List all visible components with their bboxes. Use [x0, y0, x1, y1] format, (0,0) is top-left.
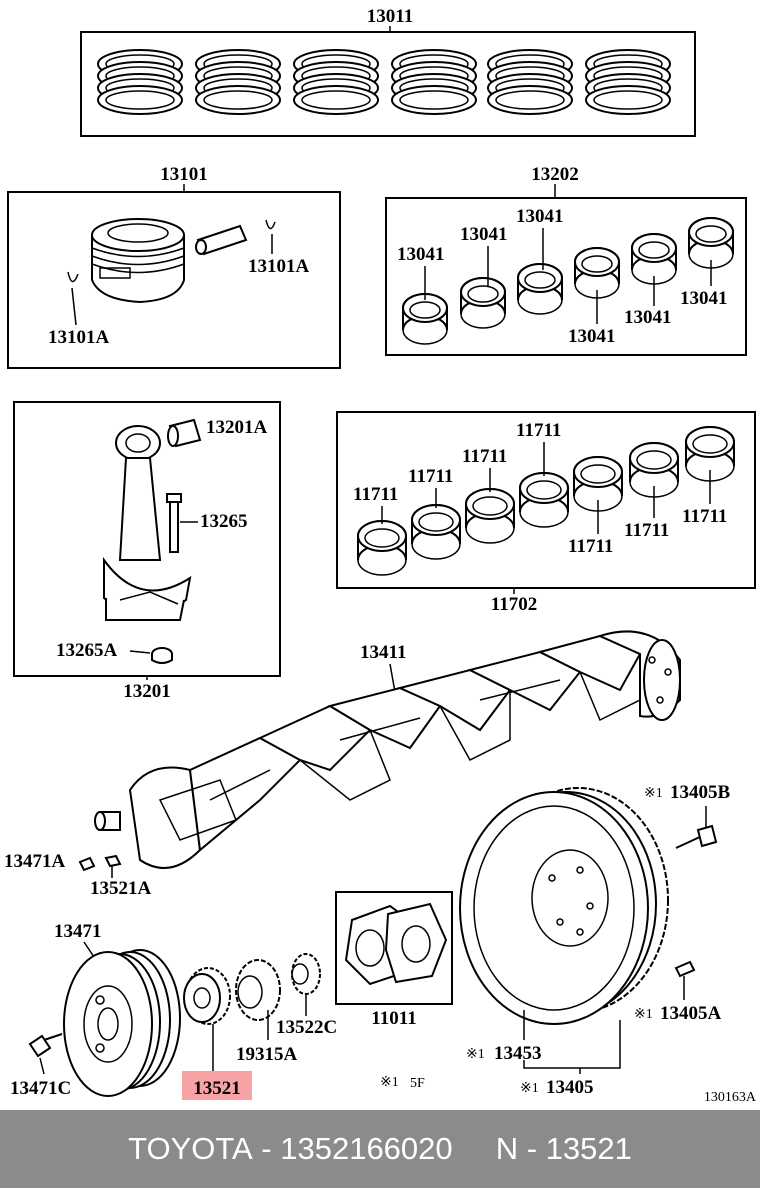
gasket-frame — [335, 891, 453, 1005]
label-main-bearing-5: 11711 — [568, 536, 613, 557]
note-code: 5F — [410, 1076, 425, 1091]
label-gasket-kit: 11011 — [371, 1008, 416, 1029]
piston-frame — [7, 191, 341, 369]
label-conrod-bearing-set: 13202 — [531, 164, 579, 185]
note-mark-5: ※1 — [380, 1075, 399, 1090]
label-piston: 13101 — [160, 164, 208, 185]
label-conrod-bearing-6: 13041 — [680, 288, 728, 309]
gasket-icon — [344, 902, 448, 986]
label-timing-rotor: 19315A — [236, 1044, 298, 1065]
label-piston-clip-left: 13101A — [48, 327, 110, 348]
label-main-bearing-3: 11711 — [462, 446, 507, 467]
catalog-id: 130163A — [704, 1090, 757, 1105]
label-conrod: 13201 — [123, 681, 171, 702]
rings-set-frame — [80, 31, 696, 137]
label-conrod-bearing-4: 13041 — [568, 326, 616, 347]
conrod-icon — [103, 425, 192, 621]
piston-icon — [91, 218, 185, 304]
label-key-2: 13521A — [90, 878, 152, 899]
footer-separator-2: - — [518, 1131, 546, 1166]
pulley-bolt-icon — [28, 1033, 63, 1058]
note-mark-1: ※1 — [644, 786, 663, 801]
label-conrod-bearing-2: 13041 — [460, 224, 508, 245]
piston-clip-icon — [67, 219, 276, 283]
crank-plate-icon — [291, 953, 321, 995]
label-main-bearing-4: 11711 — [516, 420, 561, 441]
flywheel-pin-icon — [674, 960, 696, 978]
flywheel-bolt-icon — [675, 824, 718, 849]
label-conrod-bearing-5: 13041 — [624, 307, 672, 328]
label-conrod-bushing: 13201A — [206, 417, 268, 438]
label-conrod-bolt: 13265 — [200, 511, 248, 532]
conrod-bolt-icon — [166, 493, 182, 553]
label-flywheel: 13405 — [546, 1077, 594, 1098]
label-conrod-bearing-1: 13041 — [397, 244, 445, 265]
footer-brand: TOYOTA — [128, 1131, 253, 1166]
label-crankshaft: 13411 — [360, 642, 406, 663]
key-icon — [78, 854, 122, 872]
conrod-nut-icon — [151, 647, 173, 664]
pulley-icon — [63, 949, 181, 1097]
label-pulley-bolt: 13471C — [10, 1078, 71, 1099]
label-pulley: 13471 — [54, 921, 102, 942]
label-main-bearing-7: 11711 — [682, 506, 727, 527]
timing-rotor-icon — [235, 959, 281, 1021]
note-mark-4: ※1 — [520, 1081, 539, 1096]
note-mark-2: ※1 — [634, 1007, 653, 1022]
label-flywheel-bolt: 13405B — [670, 782, 731, 803]
label-key: 13471A — [4, 851, 66, 872]
label-main-bearing-set: 11702 — [491, 594, 537, 615]
crankshaft-icon — [94, 630, 681, 869]
footer-separator-1: - — [252, 1131, 281, 1166]
conrod-bushing-icon — [167, 418, 202, 448]
main-bearing-frame — [336, 411, 756, 589]
label-conrod-bearing-3: 13041 — [516, 206, 564, 227]
parts-diagram: 13011 13101 13101A 13101A 13202 — [4, 6, 757, 1105]
label-crank-gear[interactable]: 13521 — [193, 1078, 241, 1099]
footer-bar: TOYOTA - 1352166020 N - 13521 — [0, 1110, 760, 1188]
label-crank-plate: 13522C — [276, 1017, 337, 1038]
piston-rings-icon — [97, 49, 671, 115]
note-mark-3: ※1 — [466, 1047, 485, 1062]
label-flywheel-pin: 13405A — [660, 1003, 722, 1024]
piston-pin-icon — [195, 224, 248, 256]
label-rings-set: 13011 — [367, 6, 413, 27]
label-main-bearing-6: 11711 — [624, 520, 669, 541]
highlight-crank-gear — [182, 1071, 252, 1100]
footer-ref: N — [495, 1131, 519, 1166]
label-main-bearing-1: 11711 — [353, 484, 398, 505]
footer-part-number: 1352166020 — [280, 1131, 453, 1166]
label-conrod-nut: 13265A — [56, 640, 118, 661]
label-piston-clip-right: 13101A — [248, 256, 310, 277]
main-bearing-icon — [357, 426, 735, 576]
crank-gear-icon — [183, 967, 231, 1025]
footer-gap — [453, 1131, 496, 1167]
label-flywheel-sub: 13453 — [494, 1043, 542, 1064]
flywheel-icon — [459, 787, 669, 1025]
label-main-bearing-2: 11711 — [408, 466, 453, 487]
footer-ref-code: 13521 — [545, 1131, 632, 1166]
conrod-bearing-frame — [385, 197, 747, 356]
